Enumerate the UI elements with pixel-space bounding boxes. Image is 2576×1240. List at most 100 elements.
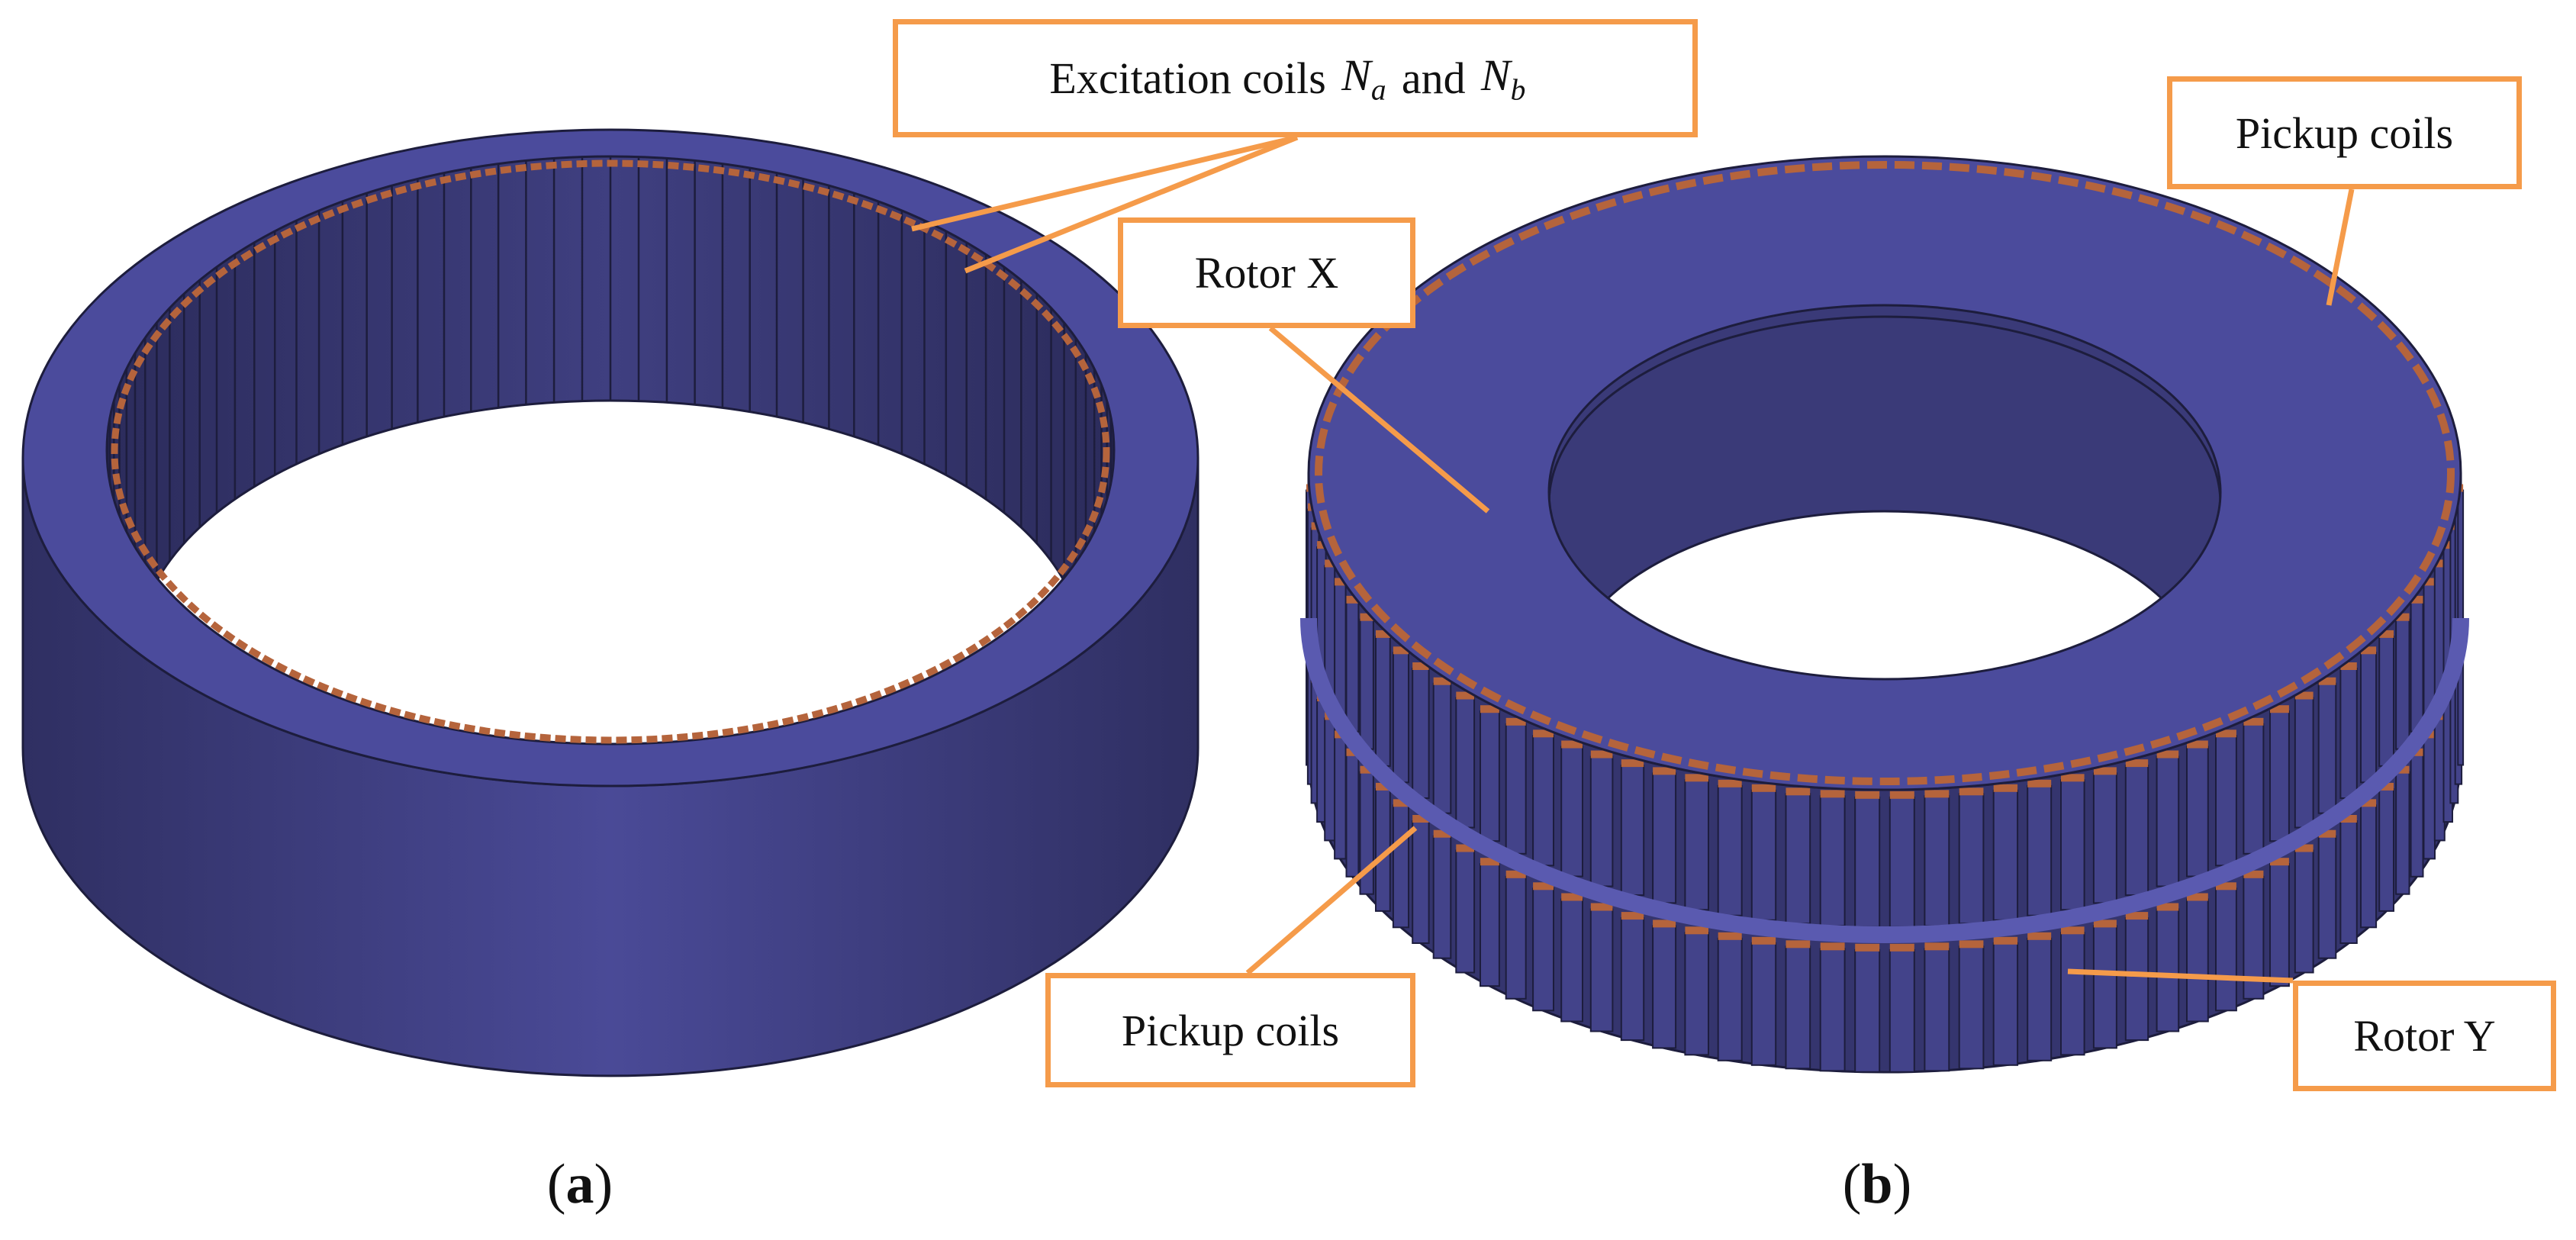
rotor-tooth [1889, 796, 1915, 928]
rotor-tooth [1958, 793, 1985, 925]
rotor-tooth [2360, 804, 2378, 929]
pickup-coil-segment [1855, 943, 1880, 952]
leader-rotor-y [2067, 968, 2294, 984]
rotor-y-label: Rotor Y [2353, 1011, 2496, 1061]
rotor-tooth [1652, 925, 1677, 1049]
conjunction-and: and [1401, 53, 1466, 103]
pickup-coil-segment [2361, 799, 2377, 807]
symbol-na: Na [1341, 50, 1386, 107]
excitation-coils-label: Excitation coils [1049, 53, 1326, 103]
rotor-tooth [2269, 863, 2290, 987]
rotor-tooth [2027, 784, 2053, 916]
pickup-coil-segment [1924, 942, 1950, 951]
stator-ring [0, 114, 1221, 1077]
pickup-coil-segment [1456, 844, 1475, 852]
panel-label-a: (a) [546, 1153, 613, 1216]
rotor-tooth [1505, 875, 1527, 1000]
rotor-tooth [2294, 849, 2314, 974]
rotor-tooth [2317, 835, 2337, 959]
pickup-coil-segment [1533, 882, 1554, 891]
rotor-tooth [1717, 937, 1743, 1061]
rotor-tooth [1455, 849, 1476, 974]
rotor-tooth [1750, 789, 1777, 921]
pickup-coil-segment [1590, 903, 1613, 911]
rotor-tooth [1785, 793, 1811, 925]
rotor-tooth [2092, 925, 2117, 1049]
rotor-tooth [1924, 948, 1950, 1072]
pickup-coil-rim [1315, 161, 2455, 785]
stator-inner-bore [107, 156, 1114, 744]
pickup-coil-segment [2125, 912, 2149, 920]
callout-pickup-coils-bottom: Pickup coils [1045, 973, 1415, 1087]
pickup-coil-segment [2294, 844, 2314, 852]
pickup-coil-segment [1412, 815, 1429, 823]
rotor-tooth [2060, 779, 2085, 911]
pickup-coil-segment [1785, 940, 1811, 949]
rotor-tooth [2339, 820, 2358, 944]
pickup-coil-segment [1889, 943, 1914, 952]
rotor-tooth [1750, 942, 1777, 1066]
leader-pickup-bottom [1245, 826, 1418, 975]
pickup-coil-segment [1820, 942, 1845, 951]
rotor-bore [1549, 305, 2220, 679]
rotor-tooth [2060, 932, 2085, 1056]
rotor-tooth [2378, 787, 2394, 912]
rotor-tooth [1854, 796, 1881, 928]
excitation-coil-band [111, 159, 1110, 744]
pickup-coil-segment [1433, 829, 1451, 838]
rotor-tooth [1412, 820, 1430, 944]
callout-pickup-coils-top: Pickup coils [2167, 76, 2522, 189]
pickup-coils-bottom-label: Pickup coils [1121, 1005, 1340, 1055]
rotor-tooth [1958, 945, 1985, 1070]
pickup-coil-segment [2061, 926, 2085, 935]
pickup-coils-top-label: Pickup coils [2235, 108, 2454, 158]
rotor-tooth [1589, 908, 1614, 1032]
rotor-tooth [1717, 784, 1743, 916]
callout-excitation-coils: Excitation coils Na and Nb [893, 19, 1698, 137]
rotor-tooth [1785, 945, 1811, 1070]
rotor-stack [1297, 145, 2472, 1074]
pickup-coil-segment [2093, 920, 2117, 928]
pickup-coil-segment [1480, 858, 1499, 866]
rotor-tooth [1684, 932, 1709, 1056]
rotor-tooth [1819, 795, 1846, 927]
rotor-tooth [1854, 949, 1881, 1073]
rotor-tooth [1924, 795, 1950, 927]
pickup-coil-segment [2340, 815, 2357, 823]
callout-rotor-x: Rotor X [1118, 217, 1415, 328]
pickup-coil-segment [1505, 870, 1526, 878]
leader-lines [911, 134, 2355, 984]
pickup-coil-segment [1621, 912, 1644, 920]
rotor-tooth [2124, 917, 2149, 1042]
rotor-tooth [1620, 917, 1645, 1042]
rotor-tooth [1819, 948, 1846, 1072]
pickup-coil-segment [1685, 926, 1708, 935]
pickup-coil-segment [2216, 882, 2236, 891]
pickup-coil-segment [2156, 903, 2179, 911]
pickup-coil-segment [2243, 870, 2264, 878]
rotor-tooth [2215, 887, 2237, 1012]
rotor-tooth [2027, 937, 2053, 1061]
pickup-coil-segment [1751, 936, 1776, 945]
panel-label-b: (b) [1842, 1153, 1912, 1216]
leader-pickup-top [2326, 188, 2355, 306]
pickup-coil-segment [1959, 940, 1984, 949]
rotor-tooth [1992, 789, 2019, 921]
pickup-coil-segment [1993, 936, 2018, 945]
pickup-coil-segment [1561, 893, 1583, 901]
pickup-coil-segment [2270, 858, 2289, 866]
rotor-tooth [1392, 804, 1410, 929]
rotor-tooth [2156, 908, 2180, 1032]
leader-excitation-2 [964, 134, 1299, 274]
leader-excitation-1 [911, 134, 1298, 232]
pickup-coil-segment [2318, 829, 2336, 838]
rotor-tooth [1432, 835, 1452, 959]
pickup-coil-segment [2187, 893, 2208, 901]
pickup-coil-segment [1653, 920, 1676, 928]
pickup-coil-segment [1718, 932, 1742, 940]
callout-rotor-y: Rotor Y [2293, 981, 2556, 1091]
symbol-nb: Nb [1480, 50, 1526, 107]
pickup-coil-segment [2027, 932, 2052, 940]
rotor-tooth [1532, 887, 1554, 1012]
